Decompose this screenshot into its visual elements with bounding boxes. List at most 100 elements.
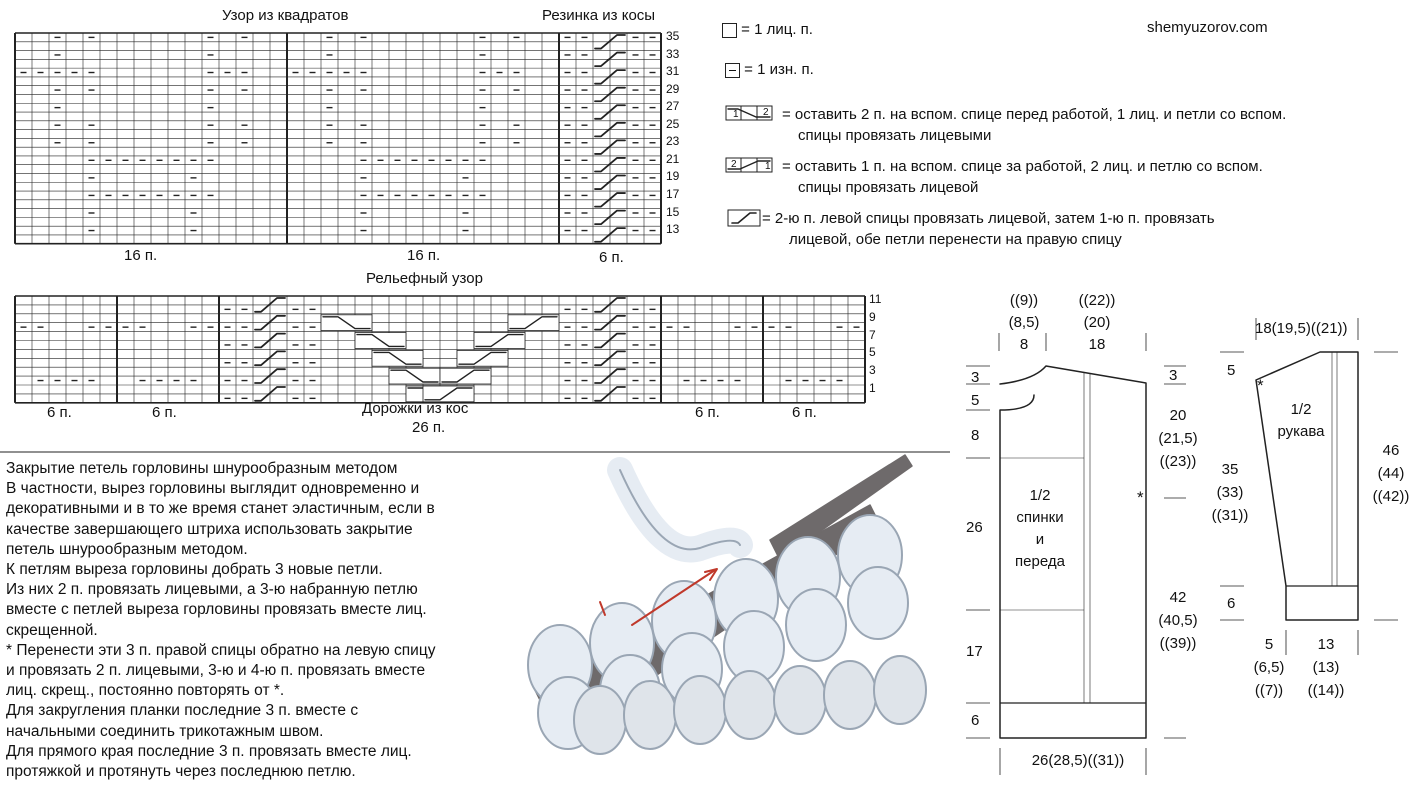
cross-stitch-symbol xyxy=(594,69,626,85)
instruction-line: Для закругления планки последние 3 п. вм… xyxy=(6,702,359,720)
relief-width-2: 6 п. xyxy=(152,404,177,421)
relief-width-4: 6 п. xyxy=(792,404,817,421)
sleeve-top-width: 18(19,5)((21)) xyxy=(1255,320,1348,337)
instruction-line: протяжкой и протянуть через последнюю пе… xyxy=(6,763,356,781)
cross-stitch-symbol xyxy=(594,51,626,68)
sleeve-bottom-right-m: 13 xyxy=(1317,636,1335,653)
row-number: 3 xyxy=(869,363,876,378)
yarn-strand xyxy=(607,457,753,563)
yarn-stitch xyxy=(773,665,827,735)
cross-stitch-symbol xyxy=(594,332,626,349)
cross-stitch-symbol xyxy=(254,368,286,384)
purl-symbol-icon xyxy=(725,62,740,78)
instruction-line: начальными соединить трикотажным швом. xyxy=(6,722,324,740)
cross-stitch-symbol xyxy=(254,350,286,367)
rib-width: 6 п. xyxy=(599,249,624,266)
row-number: 27 xyxy=(666,99,680,114)
body-label-line: переда xyxy=(1015,553,1065,570)
body-label-line: спинки xyxy=(1016,509,1064,526)
cable-back-symbol-stroke xyxy=(441,369,490,383)
direction-arrow xyxy=(631,569,716,626)
cross-stitch-symbol xyxy=(254,332,286,349)
squares-width-b: 16 п. xyxy=(407,247,441,264)
instruction-line: В частности, вырез горловины выглядит од… xyxy=(6,480,420,498)
legend-cable-front-line1: = оставить 2 п. на вспом. спице перед ра… xyxy=(782,106,1287,123)
body-right-dim-3: 3 xyxy=(1169,367,1178,384)
cross-stitch-symbol xyxy=(594,104,626,120)
neck-width-xl: ((9)) xyxy=(1009,292,1039,309)
relief-width-1: 6 п. xyxy=(47,404,72,421)
shoulder-width-xl: ((22)) xyxy=(1078,292,1116,309)
cable-front-symbol-stroke xyxy=(373,351,422,365)
body-left-dim-6: 6 xyxy=(971,712,980,729)
row-number: 7 xyxy=(869,327,876,342)
row-number: 13 xyxy=(666,222,680,237)
cross-stitch-symbol xyxy=(594,314,626,331)
instruction-line: Из них 2 п. провязать лицевыми, а 3-ю на… xyxy=(6,581,418,599)
row-number: 11 xyxy=(869,292,882,306)
sleeve-label-line: рукава xyxy=(1277,423,1325,440)
instruction-line: лиц. скрещ., постоянно повторять от *. xyxy=(6,682,285,700)
row-number: 33 xyxy=(666,46,680,61)
cross-stitch-symbol xyxy=(594,174,626,190)
cable-back-symbol-stroke xyxy=(475,333,524,348)
sleeve-right-xl: ((42)) xyxy=(1372,488,1410,505)
row-number: 1 xyxy=(869,381,876,395)
body-left-dim-17: 17 xyxy=(966,643,983,660)
body-star-marker: * xyxy=(1137,488,1144,507)
yarn-stitch xyxy=(723,670,777,740)
instruction-line: качестве завершающего штриха использоват… xyxy=(6,520,413,538)
body-bottom-width: 26(28,5)((31)) xyxy=(1031,752,1125,769)
yarn-stitch xyxy=(623,680,677,750)
neck-width-m: 8 xyxy=(1019,336,1029,353)
sleeve-bottom-right-l: (13) xyxy=(1312,659,1340,676)
cross-stitch-symbol xyxy=(594,350,626,367)
row-number: 23 xyxy=(666,134,680,149)
sleeve-left-l: (33) xyxy=(1216,484,1244,501)
legend-back-num1: 1 xyxy=(765,161,771,172)
row-number: 21 xyxy=(666,151,680,166)
armhole-l: (21,5) xyxy=(1158,430,1198,447)
yarn-stitch xyxy=(673,675,727,745)
cable-front-symbol-stroke xyxy=(322,316,371,330)
legend-cable-back-line1: = оставить 1 п. на вспом. спице за работ… xyxy=(782,158,1263,175)
neck-width-l: (8,5) xyxy=(1008,314,1040,331)
instruction-line: Закрытие петель горловины шнурообразным … xyxy=(6,460,398,477)
legend-front-num1: 1 xyxy=(733,109,739,120)
cable-front-symbol-stroke xyxy=(390,369,439,383)
body-piece-label: 1/2 спинки и переда xyxy=(1005,485,1075,573)
side-length-m: 42 xyxy=(1169,589,1187,606)
instruction-line: * Перенести эти 3 п. правой спицы обратн… xyxy=(6,641,436,659)
legend-cable-back-line2: спицы провязать лицевой xyxy=(798,179,979,196)
row-number: 15 xyxy=(666,204,680,219)
cross-stitch-symbol xyxy=(594,121,626,138)
row-number: 29 xyxy=(666,81,680,96)
cross-stitch-symbol xyxy=(594,297,626,313)
knit-symbol-icon xyxy=(722,22,737,38)
cross-stitch-symbol xyxy=(594,368,626,384)
shoulder-width-m: 18 xyxy=(1088,336,1106,353)
row-number: 9 xyxy=(869,309,876,324)
yarn-stitch xyxy=(823,660,877,730)
row-number: 35 xyxy=(666,29,680,43)
cable-back-legend-icon-stroke xyxy=(727,160,771,170)
side-length-xl: ((39)) xyxy=(1159,635,1197,652)
cross-stitch-symbol xyxy=(594,86,626,103)
sleeve-piece-label: 1/2 рукава xyxy=(1272,399,1330,443)
cross-stitch-symbol xyxy=(594,34,626,50)
legend-knit-text: = 1 лиц. п. xyxy=(741,21,813,38)
row-number: 25 xyxy=(666,116,680,131)
legend-purl: = 1 изн. п. xyxy=(725,60,814,80)
sleeve-label-line: 1/2 xyxy=(1290,401,1312,418)
cable-front-symbol-stroke xyxy=(356,333,405,348)
direction-arrow xyxy=(599,601,606,616)
cross-stitch-symbol xyxy=(254,386,286,402)
cross-stitch-symbol xyxy=(594,209,626,226)
row-number: 31 xyxy=(666,64,680,79)
shoulder-width-l: (20) xyxy=(1083,314,1111,331)
sleeve-bottom-right-xl: ((14)) xyxy=(1307,682,1345,699)
cable-back-symbol-stroke xyxy=(509,316,558,330)
sleeve-star-marker: * xyxy=(1257,376,1264,395)
legend-cross-line1: = 2-ю п. левой спицы провязать лицевой, … xyxy=(762,210,1215,227)
